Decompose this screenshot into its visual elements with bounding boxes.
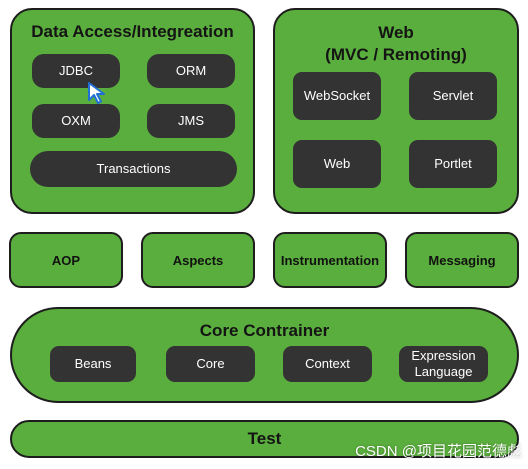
jdbc-module[interactable]: JDBC (32, 54, 120, 88)
portlet-module[interactable]: Portlet (409, 140, 497, 188)
aop-module[interactable]: AOP (9, 232, 123, 288)
core-container-title: Core Contrainer (199, 321, 330, 340)
websocket-module[interactable]: WebSocket (293, 72, 381, 120)
transactions-module[interactable]: Transactions (30, 151, 237, 187)
web-title-line1: Web (378, 23, 414, 42)
aspects-module[interactable]: Aspects (141, 232, 255, 288)
test-label: Test (247, 429, 282, 448)
expression-language-line2: Language (414, 364, 473, 379)
context-module[interactable]: Context (283, 346, 372, 382)
web-module[interactable]: Web (293, 140, 381, 188)
core-module[interactable]: Core (166, 346, 255, 382)
web-title-line2: (MVC / Remoting) (325, 45, 467, 64)
mouse-cursor-icon (88, 82, 105, 104)
beans-module[interactable]: Beans (50, 346, 136, 382)
oxm-module[interactable]: OXM (32, 104, 120, 138)
jms-module[interactable]: JMS (147, 104, 235, 138)
orm-module[interactable]: ORM (147, 54, 235, 88)
instrumentation-module[interactable]: Instrumentation (273, 232, 387, 288)
expression-language-line1: Expression (411, 348, 476, 363)
messaging-module[interactable]: Messaging (405, 232, 519, 288)
servlet-module[interactable]: Servlet (409, 72, 497, 120)
web-panel: Web (MVC / Remoting) WebSocket Servlet W… (273, 8, 519, 214)
expression-language-module[interactable]: Expression Language (399, 346, 488, 382)
data-access-title: Data Access/Integreation (31, 22, 234, 41)
watermark: CSDN @项目花园范德彪 (355, 443, 522, 460)
data-access-panel: Data Access/Integreation JDBC ORM OXM JM… (10, 8, 255, 214)
core-container-panel: Core Contrainer Beans Core Context Expre… (10, 307, 519, 403)
test-module[interactable]: Test (10, 420, 519, 458)
